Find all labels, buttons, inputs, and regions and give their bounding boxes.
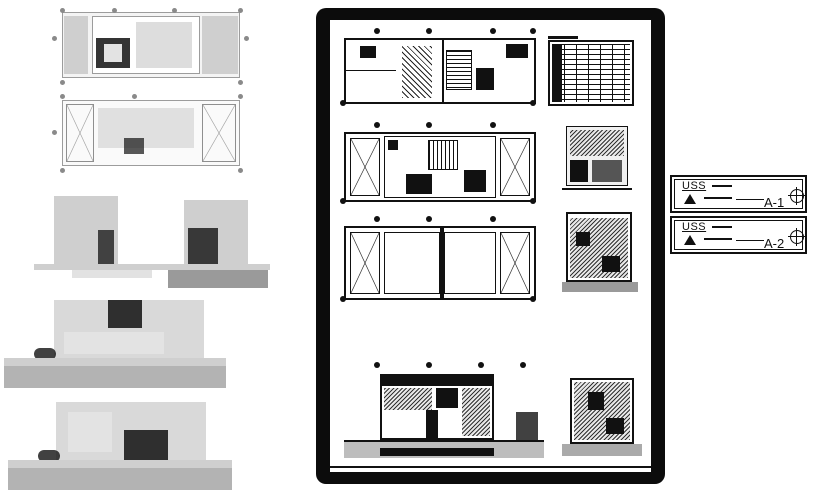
section-a[interactable] <box>562 212 638 298</box>
preview-section-2[interactable] <box>8 398 232 494</box>
drawing-sheet-canvas <box>330 20 651 472</box>
north-arrow-icon <box>788 187 806 205</box>
drawing-sheet[interactable] <box>316 8 665 484</box>
section-c[interactable] <box>562 374 642 460</box>
sheet-legend-a2[interactable]: USS A-2 <box>670 216 807 254</box>
legend-org-label: USS <box>682 221 707 233</box>
preview-elevations[interactable] <box>32 192 272 292</box>
preview-section-1[interactable] <box>4 296 226 392</box>
schedule-table <box>548 40 634 106</box>
roof-plan[interactable] <box>344 226 536 300</box>
preview-floor-plan-2[interactable] <box>52 94 248 176</box>
section-b[interactable] <box>344 356 544 460</box>
floor-plan-ground[interactable] <box>344 38 536 104</box>
front-elevation[interactable] <box>562 126 632 196</box>
floor-plan-upper[interactable] <box>344 132 536 202</box>
legend-org-label: USS <box>682 180 707 192</box>
north-arrow-icon <box>788 228 806 246</box>
preview-floor-plan-1[interactable] <box>52 8 249 92</box>
legend-sheet-code: A-1 <box>764 195 785 210</box>
sheet-legend-a1[interactable]: USS A-1 <box>670 175 807 213</box>
legend-sheet-code: A-2 <box>764 236 785 251</box>
warning-triangle-icon <box>684 194 696 204</box>
warning-triangle-icon <box>684 235 696 245</box>
